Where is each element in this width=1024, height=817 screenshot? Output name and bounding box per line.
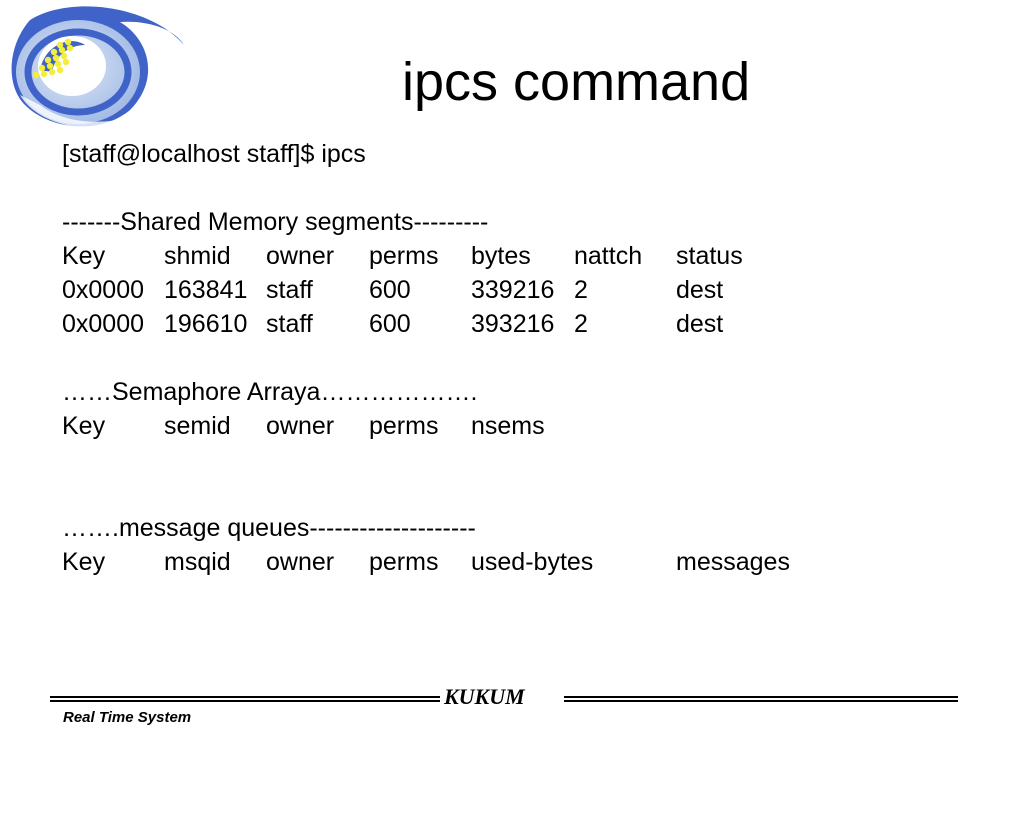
sem-col-nsems: nsems — [471, 412, 545, 440]
footer-brand: KUKUM — [444, 684, 525, 709]
blank-line — [62, 477, 488, 511]
slide-title: ipcs command — [402, 52, 751, 112]
sem-col-perms: perms — [369, 412, 439, 440]
shm-heading: -------Shared Memory segments--------- — [62, 208, 489, 236]
msq-col-used-bytes: used-bytes — [471, 548, 594, 576]
sem-col-key: Key — [62, 412, 106, 440]
terminal-output: [staff@localhost staff]$ ipcs -------Sha… — [62, 137, 790, 579]
shell-prompt: [staff@localhost staff]$ ipcs — [62, 140, 366, 168]
msq-col-key: Key — [62, 548, 106, 576]
shm-cell: 163841 — [164, 276, 248, 304]
message-queues-heading: …….message queues-------------------- — [62, 514, 476, 542]
shm-cell: 339216 — [471, 276, 555, 304]
shm-header-row: Key shmid owner perms bytes nattch statu… — [62, 239, 743, 273]
blank-line — [62, 171, 488, 205]
shm-col-perms: perms — [369, 242, 439, 270]
shm-cell: 196610 — [164, 310, 248, 338]
shm-col-bytes: bytes — [471, 242, 531, 270]
shm-cell: 2 — [574, 276, 588, 304]
sem-col-owner: owner — [266, 412, 335, 440]
blank-line — [62, 443, 488, 477]
shm-cell: 2 — [574, 310, 588, 338]
shm-cell: 600 — [369, 310, 411, 338]
shm-cell: 0x0000 — [62, 276, 145, 304]
msq-col-messages: messages — [676, 548, 790, 576]
message-queues-header-row: Key msqid owner perms used-bytes message… — [62, 545, 790, 579]
blank-line — [62, 341, 488, 375]
shm-cell: dest — [676, 310, 724, 338]
shm-col-status: status — [676, 242, 743, 270]
sem-col-semid: semid — [164, 412, 231, 440]
shm-col-shmid: shmid — [164, 242, 231, 270]
shm-col-nattch: nattch — [574, 242, 643, 270]
footer-subject: Real Time System — [63, 709, 192, 726]
semaphore-heading: ……Semaphore Arraya………………. — [62, 378, 478, 406]
msq-col-owner: owner — [266, 548, 335, 576]
shm-cell: 0x0000 — [62, 310, 145, 338]
shm-cell: staff — [266, 310, 313, 338]
shm-col-owner: owner — [266, 242, 335, 270]
shm-cell: dest — [676, 276, 724, 304]
msq-col-msqid: msqid — [164, 548, 231, 576]
shm-row: 0x0000 163841 staff 600 339216 2 dest — [62, 273, 723, 307]
footer-divider-left — [50, 696, 440, 702]
institution-logo — [11, 6, 184, 128]
shm-cell: 600 — [369, 276, 411, 304]
semaphore-header-row: Key semid owner perms nsems — [62, 409, 545, 443]
shm-row: 0x0000 196610 staff 600 393216 2 dest — [62, 307, 723, 341]
msq-col-perms: perms — [369, 548, 439, 576]
shm-col-key: Key — [62, 242, 106, 270]
shm-cell: staff — [266, 276, 313, 304]
footer-divider-right — [564, 696, 958, 702]
shm-cell: 393216 — [471, 310, 555, 338]
